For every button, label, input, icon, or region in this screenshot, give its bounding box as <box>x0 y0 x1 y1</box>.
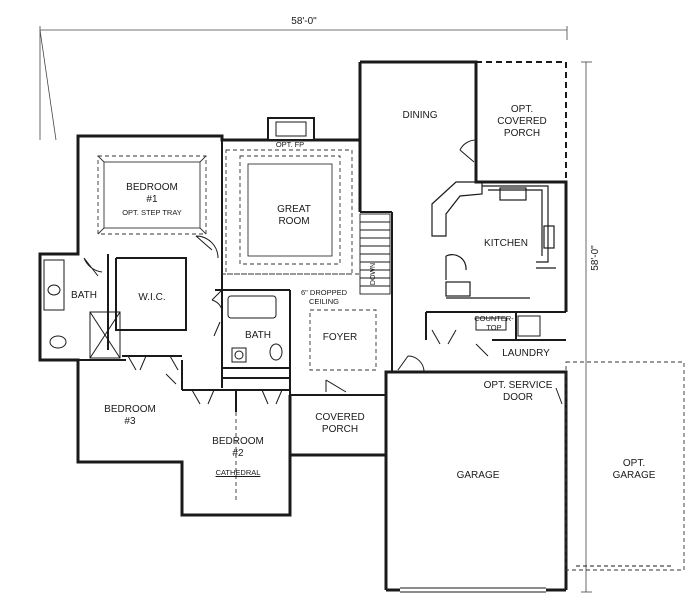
fireplace-label: OPT. FP <box>275 140 305 149</box>
service-door-label: OPT. SERVICE DOOR <box>483 380 553 403</box>
counter-top-label: COUNTER- TOP <box>474 314 514 332</box>
step-tray-label: OPT. STEP TRAY <box>122 208 182 217</box>
dimension-lines <box>39 26 592 593</box>
great-room-label: GREAT ROOM <box>277 204 311 227</box>
bedroom-2-label: BEDROOM #2 <box>212 436 264 459</box>
kitchen-label: KITCHEN <box>484 238 528 249</box>
bedroom-1-label: BEDROOM #1 <box>126 182 178 205</box>
kitchen-counters <box>431 181 556 299</box>
covered-porch-label: COVERED PORCH <box>315 412 365 435</box>
dining-label: DINING <box>402 110 438 121</box>
foyer-label: FOYER <box>322 332 358 343</box>
garage-label: GARAGE <box>456 470 500 481</box>
stairs-down-label: DOWN <box>370 262 377 286</box>
opt-covered-porch-label: OPT. COVERED PORCH <box>497 104 547 139</box>
garage-doors <box>400 565 674 593</box>
interior-walls <box>78 61 567 412</box>
bath-fixtures <box>43 259 541 363</box>
fireplace <box>267 117 315 141</box>
dashed-details <box>97 149 685 571</box>
doors <box>83 139 563 405</box>
depth-dimension: 58'-0" <box>590 245 601 271</box>
bedroom-3-label: BEDROOM #3 <box>104 404 156 427</box>
width-dimension: 58'-0" <box>291 16 317 27</box>
cathedral-label: CATHEDRAL <box>215 468 261 477</box>
tray-detail <box>97 155 333 257</box>
wic-label: W.I.C. <box>138 292 166 303</box>
hall-bath-label: BATH <box>245 330 271 341</box>
opt-garage-label: OPT. GARAGE <box>612 458 656 481</box>
laundry-label: LAUNDRY <box>502 348 550 359</box>
dropped-ceiling-label: 6" DROPPED CEILING <box>300 288 348 306</box>
stairs <box>359 213 391 295</box>
master-bath-label: BATH <box>71 290 97 301</box>
